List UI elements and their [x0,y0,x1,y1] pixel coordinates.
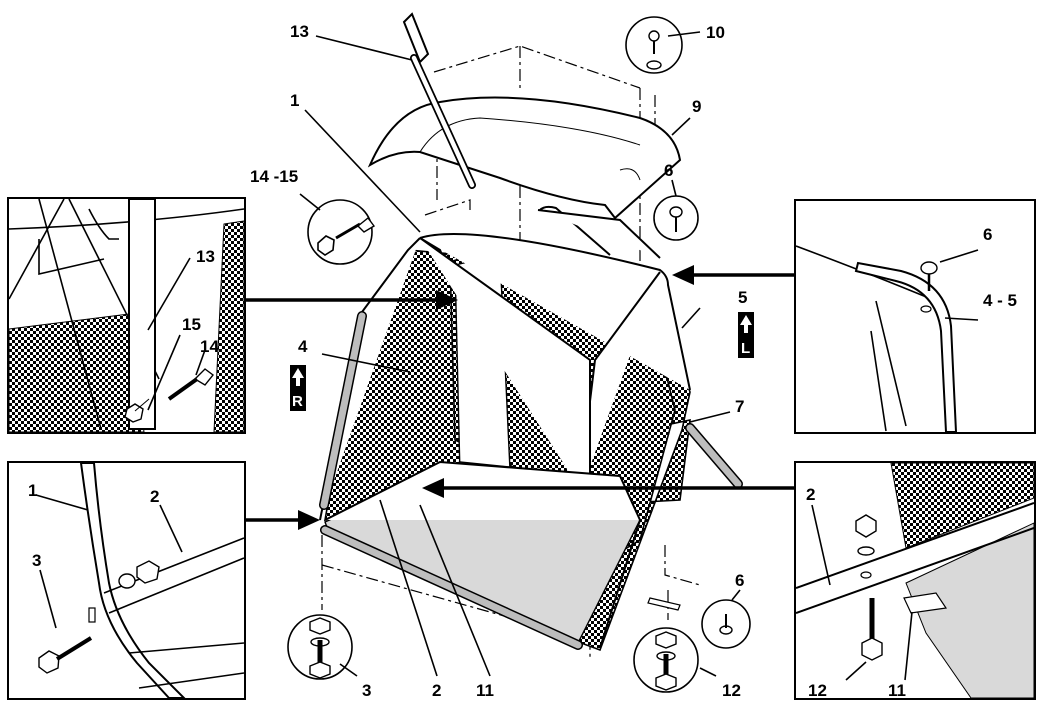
screw-detail-6-bottom [701,599,751,649]
main-assembly [287,12,751,693]
bolt-nut-detail-14-15 [307,199,376,265]
bolt-nut-detail-3 [287,614,353,680]
screw-washer-detail-10 [625,16,683,74]
detail-tl-callout-14: 14 [200,337,219,356]
detail-bl-callout-1: 1 [28,481,37,500]
main-callouts: 13 1 10 9 14 -15 6 5 4 7 6 3 2 11 12 [250,22,747,700]
callout-1: 1 [290,91,299,110]
detail-box-bottom-right: 2 12 11 [794,461,1036,700]
side-tag-right: R [290,365,306,411]
handle-rod [402,12,476,189]
detail-br-callout-2: 2 [806,485,815,504]
callout-13: 13 [290,22,309,41]
callout-6-lower: 6 [735,571,744,590]
callout-3: 3 [362,681,371,700]
pointer-arrows [245,265,795,530]
callout-7: 7 [735,397,744,416]
frame-tubes [319,205,743,650]
detail-tr-callout-6: 6 [983,225,992,244]
detail-box-top-left: 13 15 14 [7,197,246,434]
detail-tl-callout-13: 13 [196,247,215,266]
detail-bl-callout-3: 3 [32,551,41,570]
detail-bl-callout-2: 2 [150,487,159,506]
callout-6: 6 [664,161,673,180]
callout-10: 10 [706,23,725,42]
callout-11: 11 [476,681,494,700]
callout-12: 12 [722,681,741,700]
callout-2: 2 [432,681,441,700]
side-tag-l-letter: L [741,340,750,357]
detail-br-callout-11: 11 [888,681,906,700]
side-tag-r-letter: R [292,393,303,410]
callout-14-15: 14 -15 [250,167,298,186]
detail-br-callout-12: 12 [808,681,827,700]
detail-tl-callout-15: 15 [182,315,201,334]
callout-9: 9 [692,97,701,116]
detail-tr-callout-4-5: 4 - 5 [983,291,1017,310]
screw-detail-6-top [653,195,699,241]
callout-4: 4 [298,337,308,356]
leader-lines [299,31,741,677]
bolt-nut-detail-12 [633,627,699,693]
callout-5: 5 [738,288,747,307]
top-cover [367,96,682,220]
side-tag-left: L [738,312,754,358]
detail-box-top-right: 6 4 - 5 [794,199,1036,434]
detail-box-bottom-left: 1 2 3 [7,461,246,700]
